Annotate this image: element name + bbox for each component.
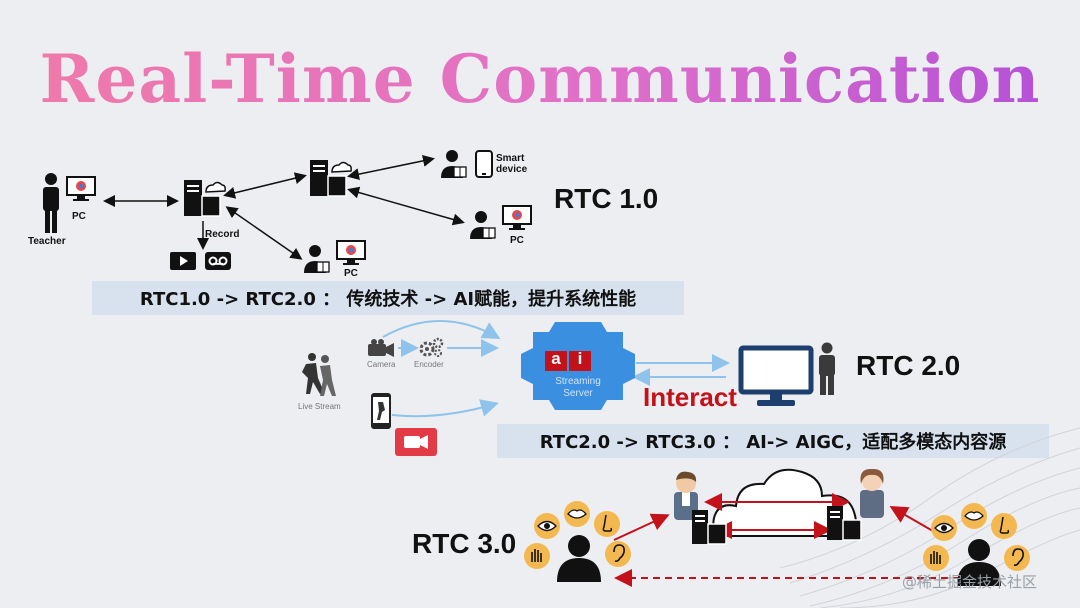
rtc2-label: RTC 2.0	[856, 350, 961, 381]
gear-icon	[419, 337, 444, 357]
lips-icon	[961, 503, 987, 529]
right-pc-label: PC	[510, 235, 524, 246]
rtc1-label: RTC 1.0	[554, 183, 659, 214]
eye-icon	[534, 513, 560, 539]
teacher-label: Teacher	[28, 236, 66, 247]
eye-icon	[931, 515, 957, 541]
smart-device-label: Smart device	[496, 153, 528, 175]
live-stream-label: Live Stream	[298, 402, 341, 411]
ai-letter-a: a	[551, 349, 561, 368]
tape-icon	[205, 252, 231, 270]
streaming-server-gear-icon	[521, 322, 635, 410]
rtc3-label: RTC 3.0	[412, 528, 517, 559]
ai-letter-i: i	[577, 349, 583, 368]
avatar-icon	[860, 468, 884, 518]
transition-band-2: RTC2.0 -> RTC3.0 ： AI-> AIGC，适配多模态内容源	[497, 424, 1049, 458]
record-label: Record	[205, 229, 240, 240]
server-icon	[184, 180, 226, 217]
student-person-icon	[470, 211, 496, 239]
smartphone-icon	[371, 393, 391, 429]
teacher-pc-label: PC	[72, 211, 86, 222]
viewer-person-icon	[819, 342, 835, 395]
server-icon	[310, 160, 352, 197]
page-title: Real-Time Communication	[0, 40, 1080, 118]
camera-icon	[368, 339, 394, 357]
server-icon	[692, 510, 727, 545]
teacher-person-icon	[43, 173, 59, 233]
server-label: Streaming Server	[555, 376, 601, 399]
play-icon	[170, 252, 196, 270]
user-person-icon	[957, 539, 1001, 586]
desktop-icon	[502, 205, 532, 230]
hand-icon	[524, 543, 550, 569]
server-icon	[827, 506, 862, 541]
smartphone-icon	[475, 150, 493, 178]
transition-band-1: RTC1.0 -> RTC2.0 ： 传统技术 -> AI赋能，提升系统性能	[92, 281, 684, 315]
user-person-icon	[557, 535, 601, 582]
interact-label: Interact	[643, 382, 737, 412]
ear-icon	[605, 541, 631, 567]
nose-icon	[594, 511, 620, 537]
hand-icon	[923, 545, 949, 571]
camera-label: Camera	[367, 360, 396, 369]
desktop-icon	[336, 240, 366, 265]
watermark: @稀土掘金技术社区	[902, 573, 1038, 591]
ear-icon	[1004, 545, 1030, 571]
student-pc-label: PC	[344, 268, 358, 279]
encoder-label: Encoder	[414, 360, 444, 369]
lips-icon	[564, 501, 590, 527]
players-icon	[302, 353, 336, 396]
video-camera-icon	[395, 428, 437, 456]
student-person-icon	[304, 245, 330, 273]
student-person-icon	[441, 150, 467, 178]
monitor-icon	[738, 345, 814, 406]
nose-icon	[991, 513, 1017, 539]
desktop-icon	[66, 176, 96, 201]
